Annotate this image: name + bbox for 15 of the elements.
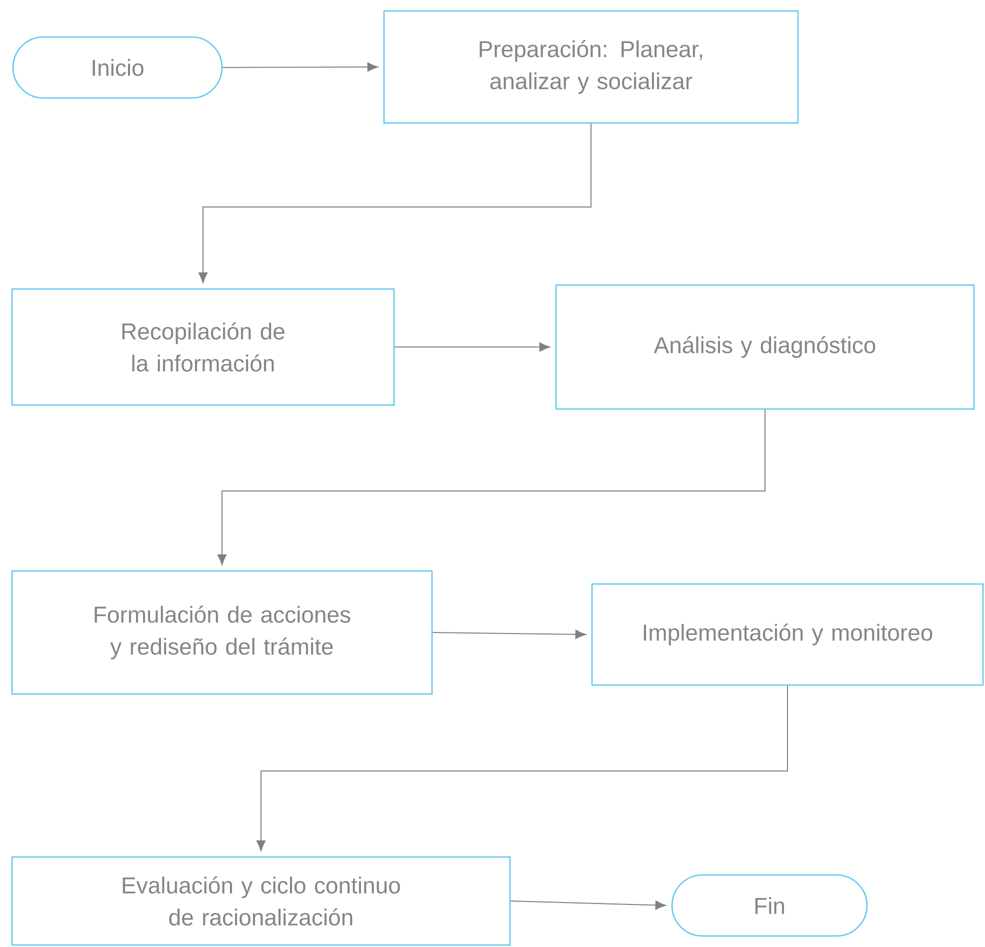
arrow xyxy=(198,123,592,283)
process-box: Formulación de acciones y rediseño del trámite xyxy=(11,570,433,695)
process-box: Preparación: Planear, analizar y socializar xyxy=(383,10,799,124)
process-box: Evaluación y ciclo continuo de racionalización xyxy=(11,856,511,946)
arrow xyxy=(394,342,550,352)
arrow xyxy=(222,62,378,72)
process-box: Recopilación de la información xyxy=(11,288,395,406)
arrow xyxy=(217,409,766,565)
arrow xyxy=(256,685,788,851)
arrow xyxy=(510,900,666,910)
arrow xyxy=(432,630,586,639)
process-box: Implementación y monitoreo xyxy=(591,583,984,686)
process-box: Análisis y diagnóstico xyxy=(555,284,975,410)
terminal-box: Inicio xyxy=(12,36,223,99)
terminal-box: Fin xyxy=(671,874,868,937)
